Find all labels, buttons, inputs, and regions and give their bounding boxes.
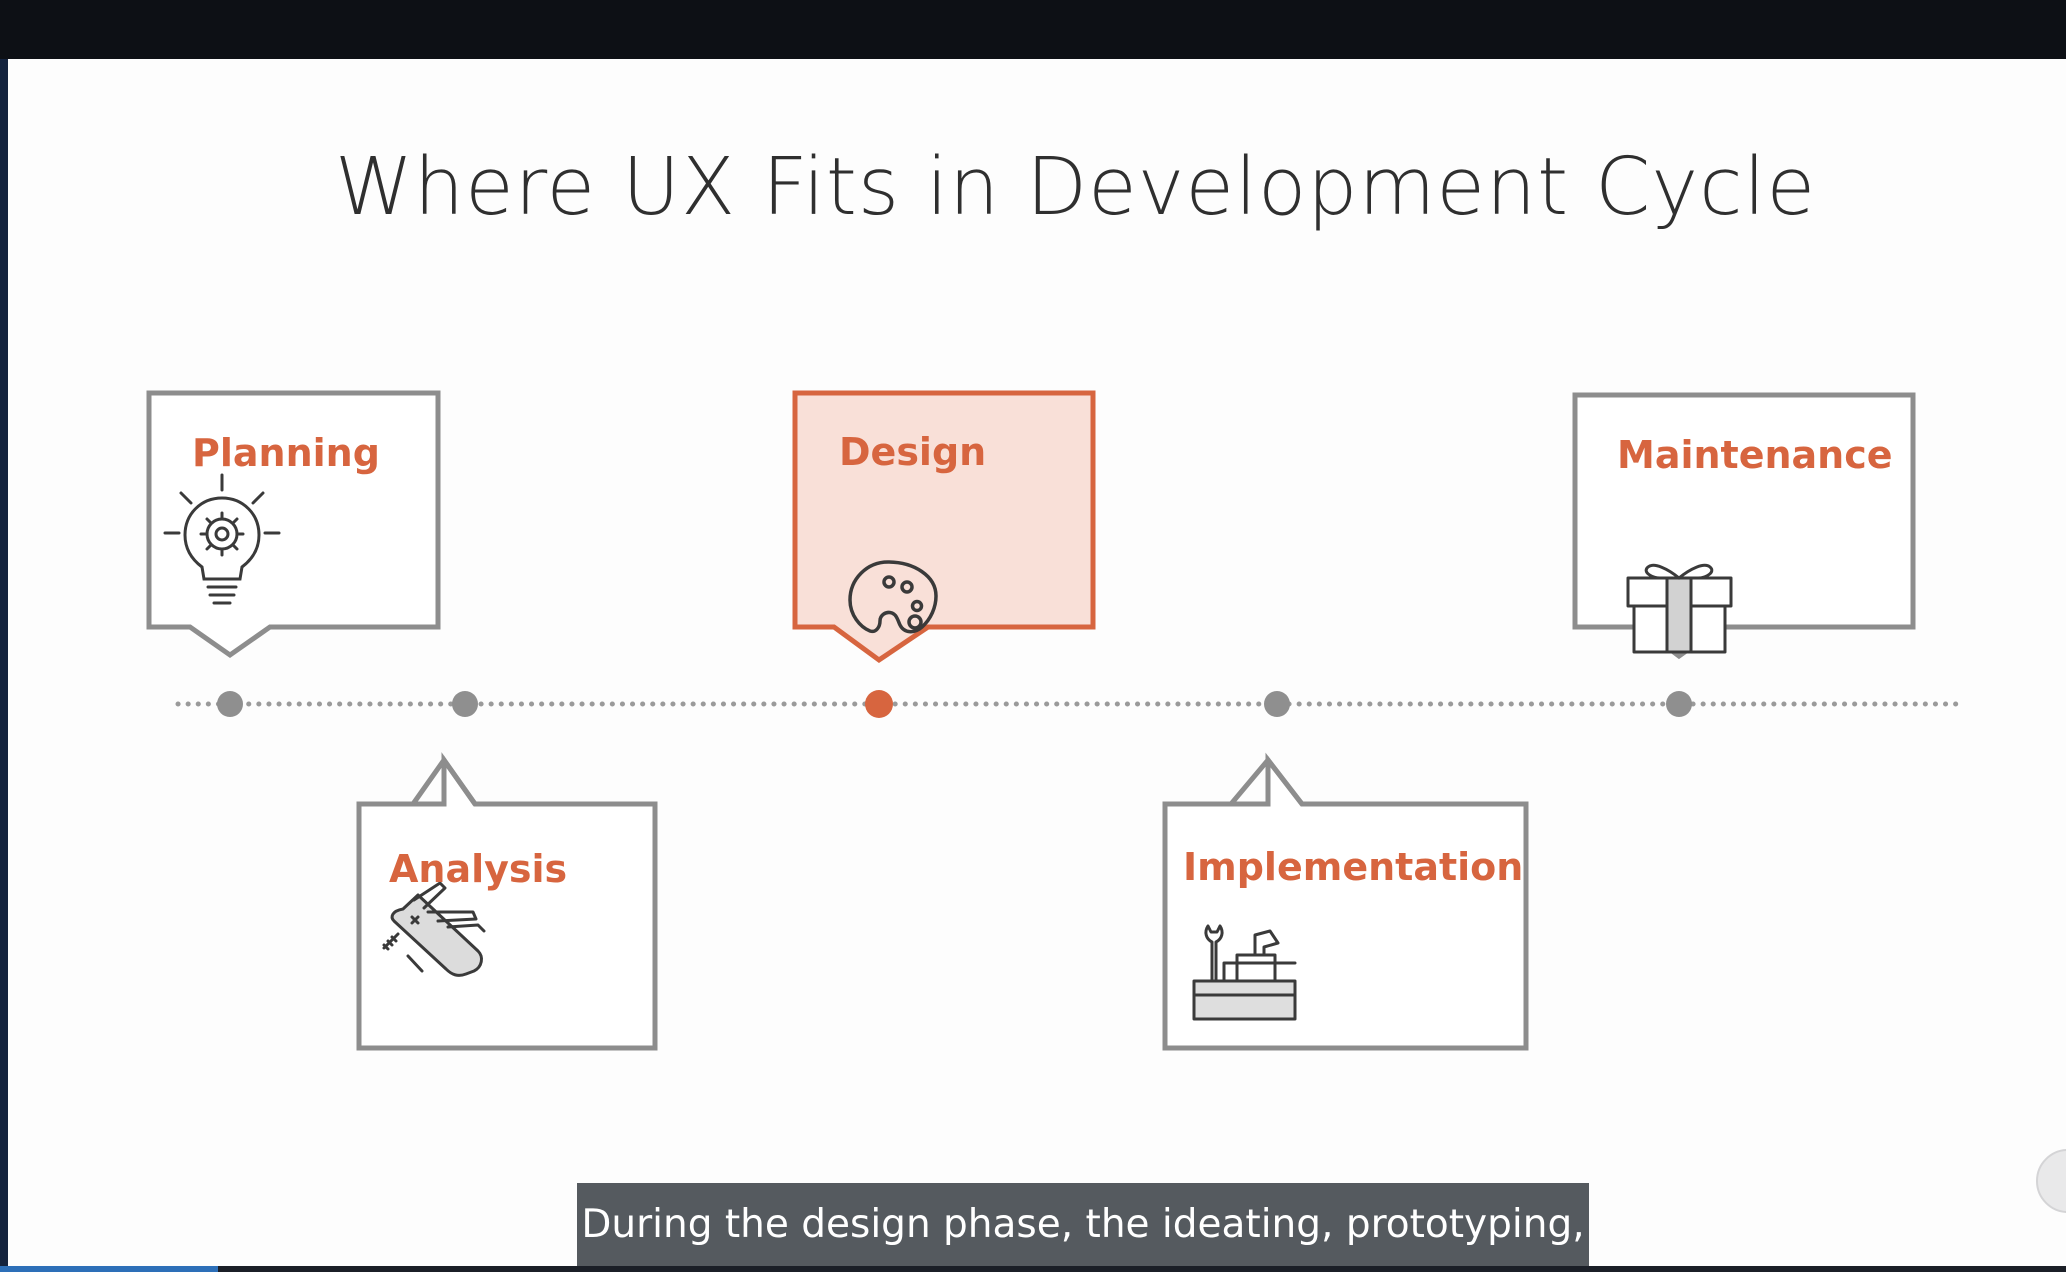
- video-caption: During the design phase, the ideating, p…: [577, 1183, 1589, 1266]
- timeline-start-node: [217, 691, 243, 717]
- video-top-bar: [0, 0, 2066, 59]
- timeline-node-implementation: [1264, 691, 1290, 717]
- stage-label-implementation: Implementation: [1183, 845, 1524, 889]
- implementation-callout-pointer: [1229, 756, 1304, 806]
- video-progress-track[interactable]: [0, 1266, 2066, 1272]
- development-cycle-diagram: [146, 390, 1959, 1051]
- palette-icon: [848, 560, 938, 634]
- timeline-node-analysis: [452, 691, 478, 717]
- lightbulb-gear-icon: [163, 473, 281, 605]
- window-left-edge: [0, 59, 8, 1272]
- stage-label-maintenance: Maintenance: [1617, 433, 1893, 477]
- stage-label-planning: Planning: [192, 431, 380, 475]
- analysis-callout-pointer: [410, 755, 478, 806]
- stage-label-design: Design: [839, 430, 987, 474]
- presentation-slide: Where UX Fits in Development Cycle: [8, 59, 2066, 1266]
- analysis-callout-box: [356, 752, 658, 1051]
- design-callout-box: [792, 390, 1096, 664]
- gift-icon: [1626, 563, 1733, 654]
- timeline-node-maintenance: [1666, 691, 1692, 717]
- timeline-node-design: [865, 690, 893, 718]
- slide-title: Where UX Fits in Development Cycle: [334, 141, 1817, 233]
- planning-callout-box: [146, 390, 441, 659]
- stage-label-analysis: Analysis: [389, 847, 568, 891]
- video-progress-fill: [0, 1266, 218, 1272]
- swiss-army-knife-icon: [382, 881, 486, 977]
- implementation-callout-box: [1162, 752, 1529, 1051]
- toolbox-icon: [1192, 924, 1297, 1021]
